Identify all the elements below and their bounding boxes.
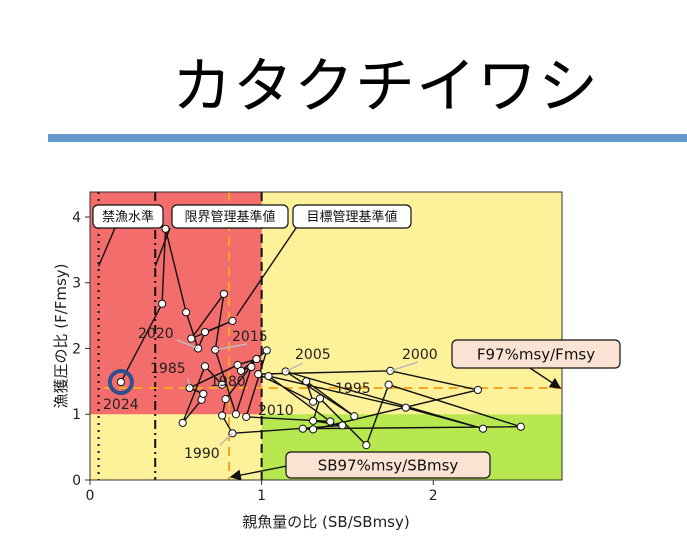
point-2024: [116, 377, 125, 387]
callout-label-4: F97%msy/Fmsy: [477, 345, 595, 363]
callout-box-3: [285, 451, 491, 479]
point-2001: [254, 370, 263, 379]
highlight-circle: [107, 369, 134, 396]
point-2012: [236, 366, 246, 375]
leader-line-2000: [390, 361, 419, 372]
point-1995: [384, 380, 393, 389]
zone-red: [90, 192, 262, 415]
leader-line-2015: [215, 343, 248, 351]
callout-box-4: [451, 339, 621, 369]
y-tick-label: 3: [72, 276, 81, 292]
point-1982: [178, 418, 187, 427]
point-1994: [362, 441, 371, 450]
point-2016: [219, 289, 228, 299]
year-label-1990: 1990: [184, 446, 220, 462]
point-2004: [350, 412, 359, 421]
point-2018: [228, 316, 237, 325]
point-2017: [187, 334, 196, 343]
point-1980: [218, 380, 227, 389]
point-1981: [200, 362, 210, 371]
title-underline: [48, 134, 687, 142]
leader-line-2005: [285, 362, 304, 373]
point-2014: [231, 410, 240, 419]
point-2013: [247, 362, 256, 372]
point-1997: [298, 424, 307, 433]
year-label-1995: 1995: [335, 381, 371, 397]
callout-line-2: [236, 227, 297, 317]
point-1992: [309, 416, 318, 425]
year-label-1985: 1985: [150, 361, 186, 377]
leader-line-1985: [187, 377, 191, 389]
y-tick-label: 1: [72, 407, 81, 423]
point-1988: [221, 395, 230, 404]
year-label-2015: 2015: [232, 329, 268, 345]
point-2002: [309, 397, 318, 406]
year-label-2024: 2024: [103, 397, 139, 413]
callout-line-1: [154, 227, 171, 267]
callout-label-2: 目標管理基準値: [306, 209, 397, 225]
x-tick-label: 0: [86, 488, 95, 504]
point-2010: [242, 412, 251, 421]
point-2021: [182, 308, 191, 317]
callout-line-3: [229, 465, 288, 481]
x-tick-label: 2: [429, 488, 438, 504]
y-tick-label: 2: [72, 341, 81, 357]
year-label-2005: 2005: [295, 347, 331, 363]
point-1993: [315, 394, 325, 403]
plot-frame: [89, 191, 563, 481]
point-2011: [262, 346, 271, 355]
point-2008: [264, 372, 273, 381]
point-1986: [233, 360, 242, 370]
callout-label-1: 限界管理基準値: [184, 209, 275, 225]
year-label-1980: 1980: [210, 374, 246, 390]
point-1996: [516, 422, 525, 431]
callout-label-3: SB97%msy/SBmsy: [318, 456, 459, 474]
callout-line-4: [529, 367, 562, 389]
point-1998: [309, 425, 318, 434]
callout-box-0: [92, 204, 164, 229]
callout-box-2: [292, 204, 412, 229]
year-label-2020: 2020: [138, 326, 174, 342]
y-tick-label: 0: [72, 473, 81, 489]
x-axis-label: 親魚量の比 (SB/SBmsy): [242, 513, 409, 531]
point-2003: [302, 377, 311, 386]
year-label-2000: 2000: [402, 347, 438, 363]
slide-title: カタクチイワシ: [172, 52, 599, 122]
y-tick-label: 4: [72, 210, 81, 226]
point-2007: [401, 403, 410, 412]
callout-box-1: [171, 204, 289, 229]
leader-line-1990: [219, 432, 233, 446]
leader-line-2020: [176, 339, 199, 350]
point-1987: [252, 354, 261, 364]
point-2023: [157, 299, 167, 308]
point-1984: [199, 389, 208, 398]
y-axis-label: 漁獲圧の比 (F/Fmsy): [52, 263, 70, 408]
point-1999: [473, 385, 482, 395]
point-1991: [338, 421, 347, 430]
point-2019: [200, 327, 210, 337]
point-1989: [218, 411, 227, 420]
point-2006: [478, 424, 488, 433]
callout-label-0: 禁漁水準: [102, 209, 154, 225]
callout-line-0: [97, 227, 116, 267]
point-2009: [326, 417, 335, 426]
year-label-2010: 2010: [258, 403, 294, 419]
x-tick-label: 1: [257, 488, 266, 504]
